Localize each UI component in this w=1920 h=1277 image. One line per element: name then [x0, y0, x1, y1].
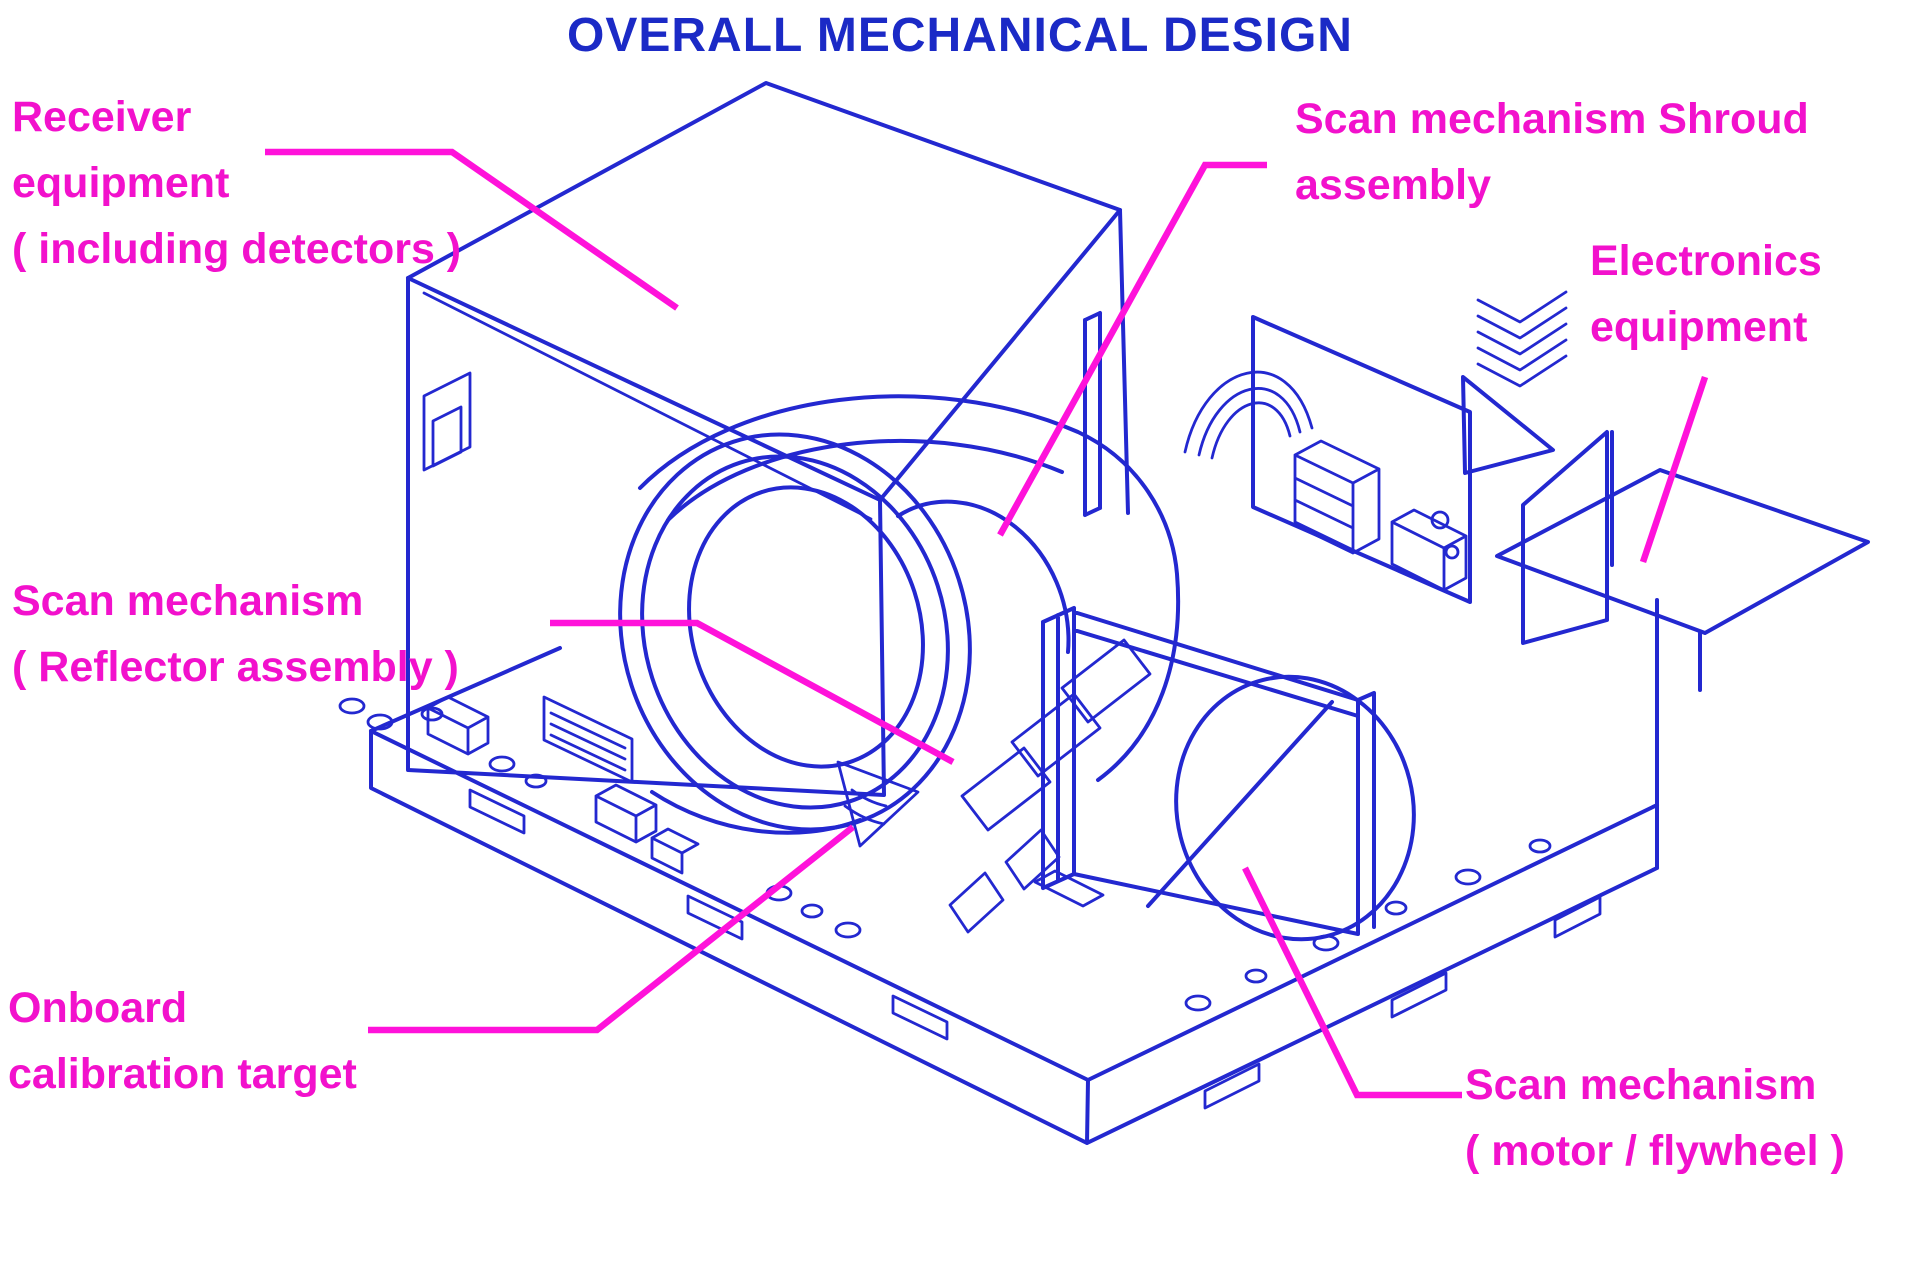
label-line: Receiver	[12, 93, 192, 141]
baseplate-small-blocks	[426, 695, 1061, 934]
label-line: Scan mechanism	[1465, 1061, 1817, 1109]
reflector-mount-blocks	[960, 638, 1152, 908]
flywheel-disc	[1174, 674, 1416, 942]
calibration-leader-line	[368, 824, 856, 1034]
baseplate-top-edges	[369, 646, 1659, 1082]
label-line: ( Reflector assembly )	[12, 643, 459, 691]
shroud-leader-line	[997, 161, 1267, 537]
reflector-leader-line	[550, 619, 955, 765]
motor-leader-line	[1242, 866, 1462, 1099]
electronics-leader-line	[1639, 375, 1709, 564]
calibration-cone	[836, 760, 920, 848]
electronics-side-panel	[1521, 430, 1614, 645]
label-line: calibration target	[8, 1050, 357, 1098]
label-line: equipment	[12, 159, 230, 207]
back-panels	[1083, 311, 1555, 604]
label-line: ( motor / flywheel )	[1465, 1127, 1845, 1175]
shroud-assembly-drawing	[618, 394, 1181, 835]
bolt-head	[1444, 544, 1460, 560]
label-receiver-equipment: Receiver equipment ( including detectors…	[12, 84, 461, 282]
label-motor-flywheel: Scan mechanism ( motor / flywheel )	[1465, 1052, 1845, 1184]
calibration-target-drawing	[836, 760, 920, 848]
label-onboard-calibration-target: Onboard calibration target	[8, 975, 357, 1107]
shroud-cowl-curves	[638, 394, 1181, 835]
receiver-box-chamfer-line	[422, 291, 873, 521]
receiver-leader-line	[265, 148, 679, 311]
bolt-head	[1430, 510, 1450, 530]
label-scan-shroud-assembly: Scan mechanism Shroud assembly	[1295, 86, 1809, 218]
receiver-box-nameplate	[542, 695, 634, 784]
baseplate-mounting-holes	[338, 697, 1552, 1012]
label-line: Scan mechanism	[12, 577, 364, 625]
label-electronics-equipment: Electronics equipment	[1590, 228, 1822, 360]
heatsink-chevrons	[1476, 290, 1568, 388]
label-line: Scan mechanism Shroud	[1295, 95, 1809, 143]
page-title: OVERALL MECHANICAL DESIGN	[567, 9, 1353, 62]
label-line: Electronics	[1590, 237, 1822, 285]
electronics-equipment-drawing	[1083, 290, 1870, 692]
shroud-inner-ring	[640, 454, 950, 810]
baseplate-drawing	[338, 598, 1659, 1145]
electronics-shelf-plate	[1495, 468, 1870, 692]
shroud-aperture	[687, 485, 925, 769]
baseplate-skirt	[369, 598, 1659, 1145]
leader-lines	[265, 148, 1709, 1099]
motor-frame	[1041, 606, 1376, 936]
label-line: ( including detectors )	[12, 225, 462, 273]
connector-boxes	[1293, 439, 1468, 592]
label-line: equipment	[1590, 303, 1808, 351]
baseplate-slots	[468, 788, 1602, 1110]
label-line: Onboard	[8, 984, 188, 1032]
cable-arches	[1183, 370, 1314, 460]
receiver-box-edges	[406, 208, 1130, 797]
label-reflector-assembly: Scan mechanism ( Reflector assembly )	[12, 568, 459, 700]
label-line: assembly	[1295, 161, 1492, 209]
receiver-box-window	[422, 371, 472, 472]
receiver-box-top-face	[406, 81, 1122, 502]
receiver-box-drawing	[406, 81, 1130, 797]
motor-flywheel-drawing	[960, 606, 1416, 942]
